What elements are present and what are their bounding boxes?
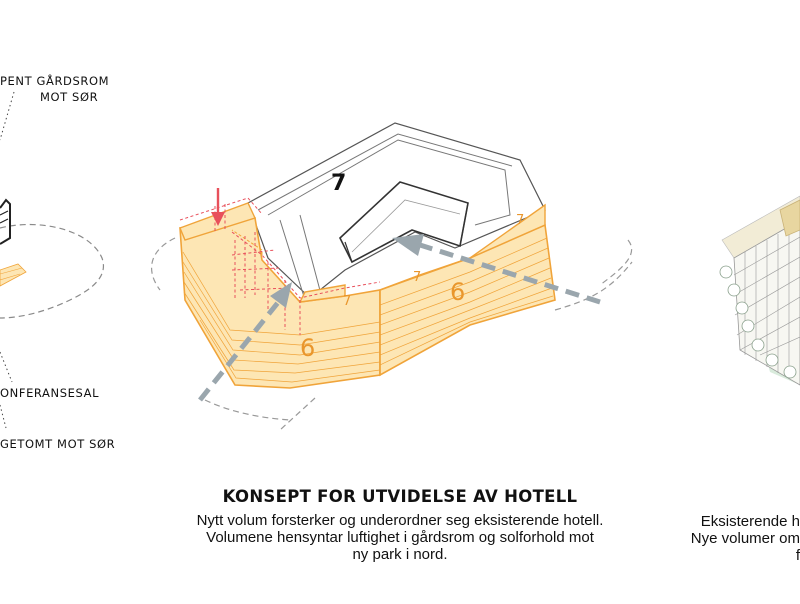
label-floor-7: 7 bbox=[331, 171, 346, 196]
right-panel bbox=[719, 195, 800, 386]
wind-arrow-right bbox=[392, 234, 601, 305]
label-step-7-mid: 7 bbox=[413, 270, 421, 285]
site-outline bbox=[151, 237, 633, 291]
right-caption-line-3: f bbox=[795, 547, 800, 564]
annotation-conference: ONFERANSESAL bbox=[0, 386, 100, 400]
caption-line-1: Nytt volum forsterker og underordner seg… bbox=[196, 512, 604, 529]
label-step-7-left: 7 bbox=[343, 294, 351, 309]
label-volume-6-left: 6 bbox=[300, 334, 315, 362]
existing-hotel bbox=[247, 122, 546, 301]
sun-arrow-red bbox=[211, 188, 225, 226]
caption-line-3: ny park i nord. bbox=[352, 546, 448, 563]
site-outline-lower bbox=[204, 261, 633, 431]
leader-line-conference bbox=[0, 351, 13, 383]
annotation-courtyard-line2: MOT SØR bbox=[40, 90, 99, 104]
floor-lines-left bbox=[182, 251, 381, 383]
label-volume-6-right: 6 bbox=[450, 278, 465, 306]
left-volume-lines bbox=[0, 267, 23, 281]
left-building-detail bbox=[0, 210, 9, 224]
right-caption-line-1: Eksisterende h bbox=[700, 513, 800, 530]
right-new-volume bbox=[779, 199, 800, 237]
left-site-outline bbox=[0, 223, 104, 319]
left-panel bbox=[0, 91, 104, 429]
left-volume-fragment bbox=[0, 263, 27, 287]
trees bbox=[719, 265, 797, 379]
wind-arrow-left bbox=[198, 282, 292, 402]
caption-line-2: Volumene hensyntar luftighet i gårdsrom … bbox=[206, 529, 594, 546]
caption-body: Nytt volum forsterker og underordner seg… bbox=[140, 512, 660, 563]
annotation-courtyard-line1: PENT GÅRDSROM bbox=[0, 74, 110, 88]
annotation-plot: GETOMT MOT SØR bbox=[0, 437, 116, 451]
center-caption: KONSEPT FOR UTVIDELSE AV HOTELL Nytt vol… bbox=[140, 487, 660, 563]
caption-title: KONSEPT FOR UTVIDELSE AV HOTELL bbox=[222, 487, 578, 506]
new-volume bbox=[179, 202, 556, 389]
left-building-edge bbox=[0, 198, 11, 245]
leader-line-garden bbox=[0, 91, 15, 141]
label-step-7-corner: 7 bbox=[516, 213, 524, 228]
leader-line-plot bbox=[0, 404, 7, 429]
center-panel: 7 6 6 7 7 7 bbox=[151, 122, 633, 431]
floor-lines-right bbox=[379, 237, 554, 366]
right-caption-line-2: Nye volumer om bbox=[690, 530, 800, 547]
